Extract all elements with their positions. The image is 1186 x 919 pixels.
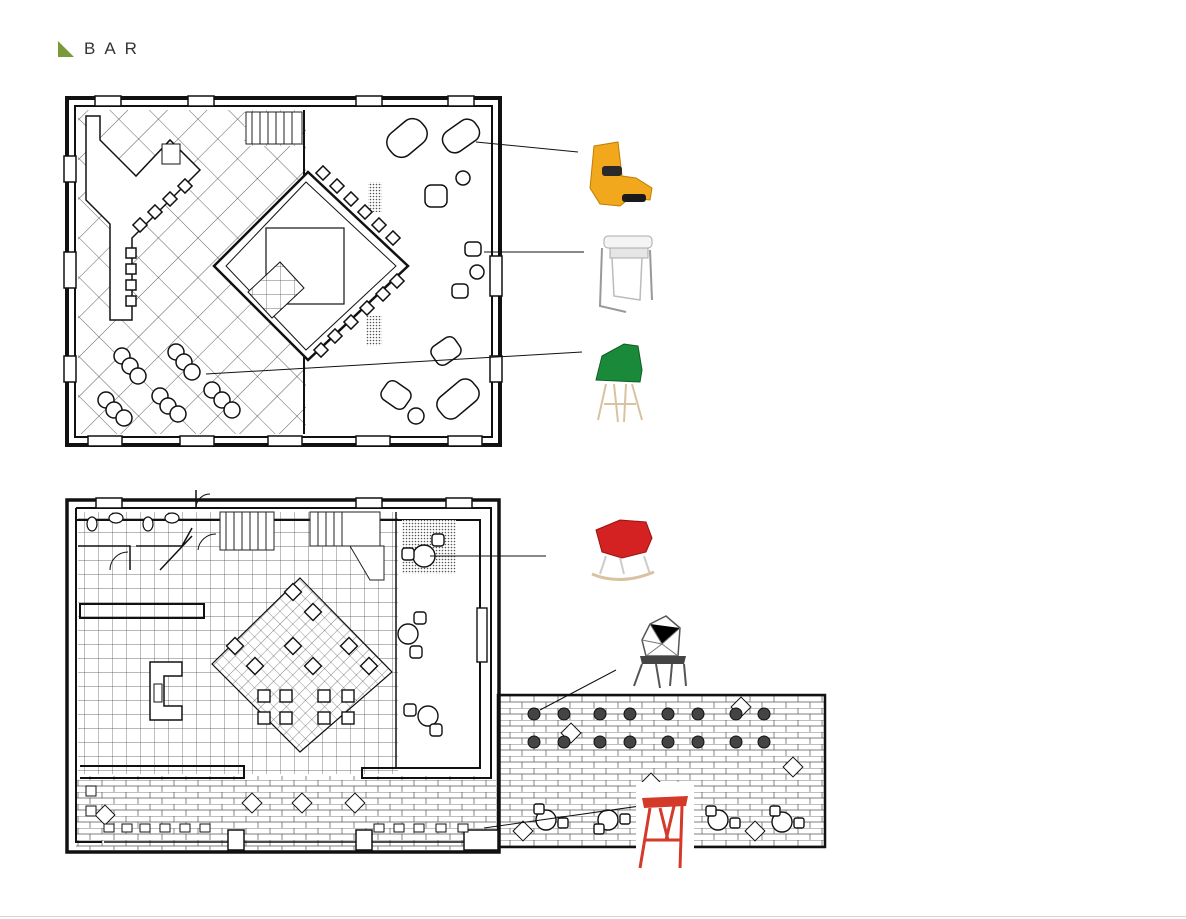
wireframe-chair-icon [633, 615, 687, 689]
eames-side-chair-icon [595, 343, 643, 423]
eames-rocking-chair-icon [591, 519, 655, 582]
red-bar-stool-icon [636, 782, 694, 869]
title-triangle-icon [58, 41, 74, 57]
title-text: BAR [84, 39, 146, 58]
footer-divider [0, 916, 1186, 917]
page-title: BAR [58, 38, 146, 60]
lower-floor-plan [65, 490, 827, 854]
bar-stool-icon [598, 235, 653, 313]
upper-floor-plan [63, 95, 584, 447]
lounge-chair-icon [589, 141, 653, 207]
furniture-legend [589, 141, 694, 869]
